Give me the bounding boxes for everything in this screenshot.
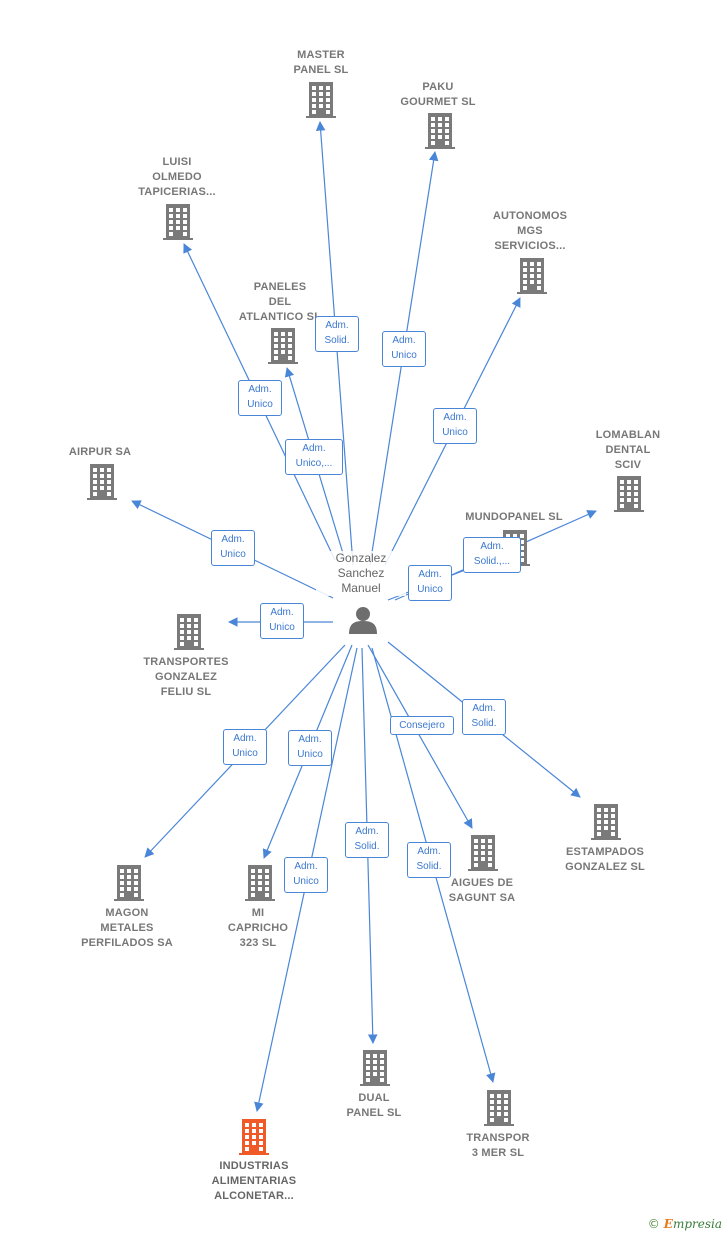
- company-label-mundopanel[interactable]: MUNDOPANEL SL: [465, 511, 563, 523]
- role-badge-magon[interactable]: Adm. Unico: [223, 729, 267, 765]
- building-icon[interactable]: [306, 82, 336, 118]
- role-badge-transportes[interactable]: Adm. Unico: [260, 603, 304, 639]
- building-icon[interactable]: [360, 1050, 390, 1086]
- company-label-paku[interactable]: PAKU GOURMET SL: [400, 81, 476, 108]
- building-icon[interactable]: [245, 865, 275, 901]
- company-label-transportes[interactable]: TRANSPORTES GONZALEZ FELIU SL: [143, 656, 229, 698]
- company-label-aigues[interactable]: AIGUES DE SAGUNT SA: [448, 877, 516, 904]
- building-icon[interactable]: [174, 614, 204, 650]
- company-label-lomablan[interactable]: LOMABLAN DENTAL SCIV: [595, 429, 661, 471]
- building-icon[interactable]: [425, 113, 455, 149]
- building-icon[interactable]: [87, 464, 117, 500]
- company-label-master[interactable]: MASTER PANEL SL: [293, 49, 349, 76]
- building-icon[interactable]: [114, 865, 144, 901]
- building-icon[interactable]: [163, 204, 193, 240]
- role-badge-luisi[interactable]: Adm. Unico: [238, 380, 282, 416]
- company-label-estampados[interactable]: ESTAMPADOS GONZALEZ SL: [565, 846, 645, 873]
- brand-name: mpresia: [672, 1217, 722, 1231]
- edge-aigues: [367, 644, 473, 829]
- company-label-dual[interactable]: DUAL PANEL SL: [346, 1092, 402, 1119]
- company-label-micapricho[interactable]: MI CAPRICHO 323 SL: [227, 907, 289, 949]
- building-icon[interactable]: [614, 476, 644, 512]
- role-badge-paku[interactable]: Adm. Unico: [382, 331, 426, 367]
- building-icon[interactable]: [239, 1119, 269, 1155]
- company-label-transpor3[interactable]: TRANSPOR 3 MER SL: [466, 1132, 530, 1159]
- role-badge-micapricho[interactable]: Adm. Unico: [288, 730, 332, 766]
- person-icon[interactable]: [349, 607, 377, 634]
- role-badge-transpor3[interactable]: Adm. Solid.: [407, 842, 451, 878]
- company-label-industrias[interactable]: INDUSTRIAS ALIMENTARIAS ALCONETAR...: [211, 1160, 297, 1202]
- building-icon[interactable]: [484, 1090, 514, 1126]
- company-label-magon[interactable]: MAGON METALES PERFILADOS SA: [81, 907, 173, 949]
- role-badge-master[interactable]: Adm. Solid.: [315, 316, 359, 352]
- role-badge-airpur[interactable]: Adm. Unico: [211, 530, 255, 566]
- company-label-autonomos[interactable]: AUTONOMOS MGS SERVICIOS...: [492, 210, 568, 252]
- building-icon[interactable]: [517, 258, 547, 294]
- company-label-paneles[interactable]: PANELES DEL ATLANTICO SL: [238, 281, 322, 323]
- role-badge-industrias[interactable]: Adm. Unico: [284, 857, 328, 893]
- building-icon[interactable]: [268, 328, 298, 364]
- role-badge-paneles[interactable]: Adm. Unico,...: [285, 439, 343, 475]
- role-badge-aigues[interactable]: Consejero: [390, 715, 454, 735]
- building-icon[interactable]: [591, 804, 621, 840]
- person-name-label[interactable]: Gonzalez Sanchez Manuel: [316, 551, 406, 596]
- company-label-airpur[interactable]: AIRPUR SA: [68, 446, 132, 458]
- role-badge-mundopanel[interactable]: Adm. Unico: [408, 565, 452, 601]
- role-badge-autonomos[interactable]: Adm. Unico: [433, 408, 477, 444]
- copyright-symbol: ©: [647, 1217, 660, 1231]
- role-badge-estampados[interactable]: Adm. Solid.: [462, 699, 506, 735]
- company-label-luisi[interactable]: LUISI OLMEDO TAPICERIAS...: [138, 156, 216, 198]
- empresia-logo[interactable]: ©Empresia: [648, 1217, 722, 1231]
- brand-initial: E: [663, 1217, 673, 1231]
- building-icon[interactable]: [468, 835, 498, 871]
- role-badge-dual[interactable]: Adm. Solid.: [345, 822, 389, 858]
- role-badge-lomablan[interactable]: Adm. Solid.,...: [463, 537, 521, 573]
